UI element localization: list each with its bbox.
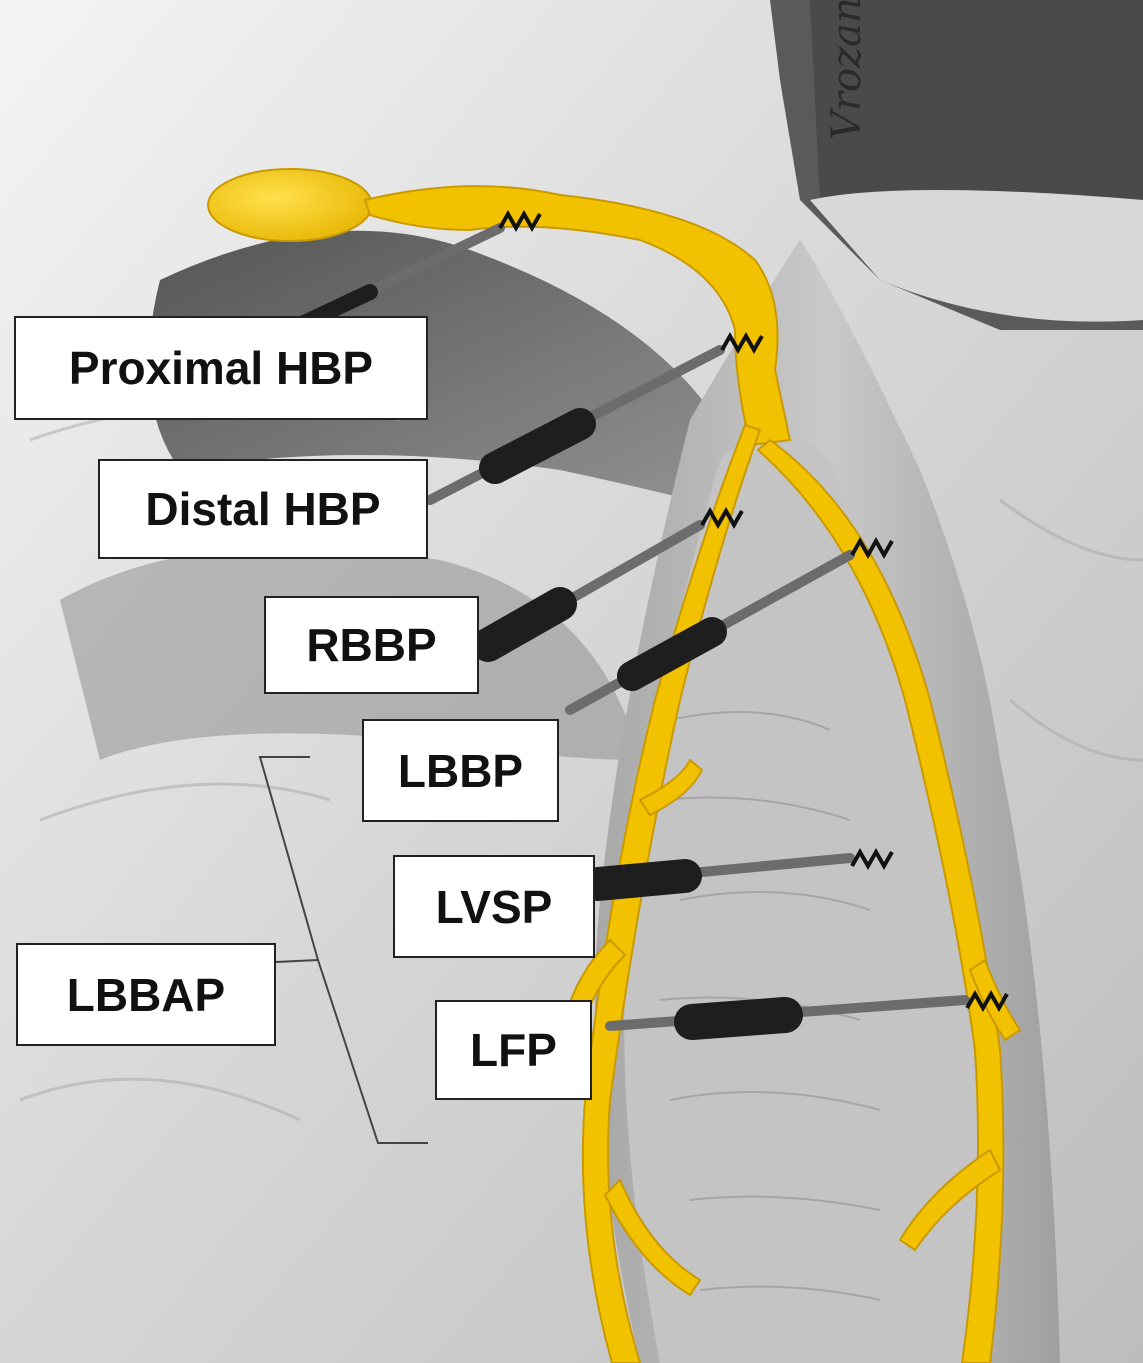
label-lbbp: LBBP xyxy=(362,719,559,822)
lead-lvsp xyxy=(581,847,894,901)
label-distal-hbp: Distal HBP xyxy=(98,459,428,559)
helix-tip xyxy=(498,209,542,233)
lbbap-bracket-connector xyxy=(275,959,319,963)
pacing-leads xyxy=(292,209,1009,1040)
artist-signature: Vrozan 2021 xyxy=(824,0,870,140)
helix-tip xyxy=(700,506,744,530)
left-bundle-branch xyxy=(756,438,1005,1363)
label-proximal-hbp: Proximal HBP xyxy=(14,316,428,420)
lead-rbbp xyxy=(471,506,744,662)
fascicle-branch xyxy=(603,1178,702,1297)
upper-chamber xyxy=(810,0,1143,210)
fascicle-branch xyxy=(638,758,704,817)
helix-tip xyxy=(850,847,894,871)
label-lvsp: LVSP xyxy=(393,855,595,958)
lead-distal-hbp xyxy=(425,331,764,505)
helix-tip xyxy=(965,989,1009,1013)
helix-tip xyxy=(720,331,764,355)
valve-leaflet xyxy=(810,190,1143,322)
label-lbbap: LBBAP xyxy=(16,943,276,1046)
lead-lbbp xyxy=(565,536,894,715)
av-node xyxy=(207,168,373,242)
label-rbbp: RBBP xyxy=(264,596,479,694)
label-lfp: LFP xyxy=(435,1000,592,1100)
right-ventricle-chamber xyxy=(148,230,760,520)
helix-tip xyxy=(850,536,894,560)
fascicle-branch xyxy=(898,1148,1002,1252)
lead-lfp xyxy=(605,989,1009,1040)
